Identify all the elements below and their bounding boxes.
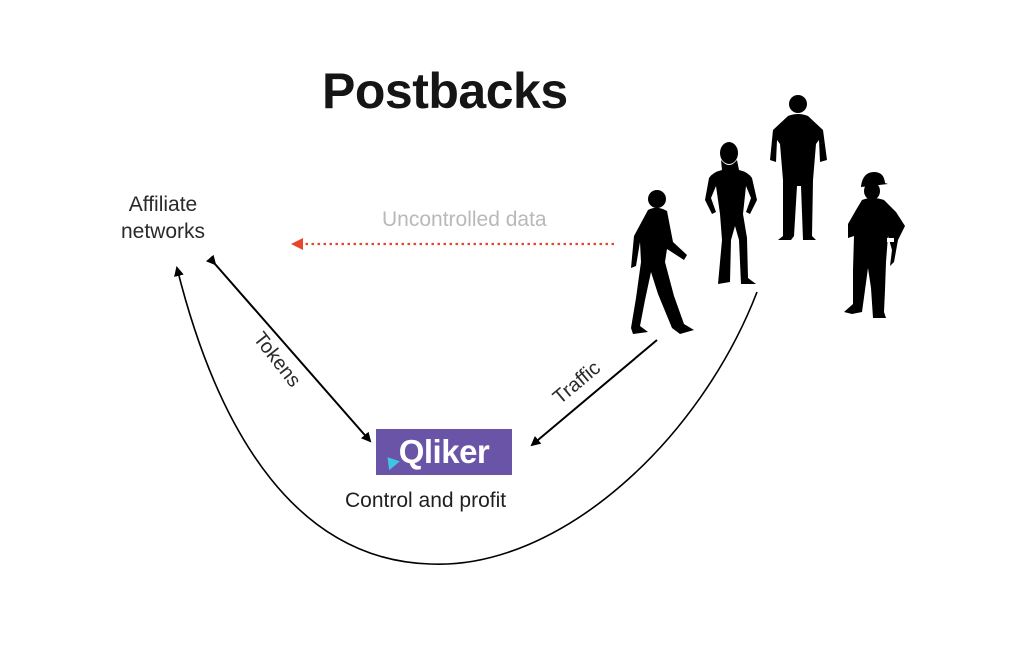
affiliate-label-line1: Affiliate bbox=[128, 193, 198, 216]
standing-woman-icon bbox=[705, 142, 757, 284]
qliker-logo-text: Qliker bbox=[398, 433, 490, 470]
affiliate-label-line2: networks bbox=[120, 220, 206, 243]
page-title: Postbacks bbox=[322, 63, 568, 119]
control-and-profit-label: Control and profit bbox=[345, 489, 507, 512]
worker-with-hardhat-icon bbox=[844, 172, 905, 318]
cursor-arrow-icon bbox=[382, 452, 400, 471]
traffic-arrow bbox=[530, 339, 658, 447]
standing-man-icon bbox=[770, 95, 827, 240]
affiliate-networks-node: Affiliate networks bbox=[108, 191, 218, 245]
uncontrolled-data-label: Uncontrolled data bbox=[382, 208, 547, 231]
qliker-logo: Qliker bbox=[376, 429, 512, 475]
walking-person-icon bbox=[631, 190, 694, 334]
postback-curve bbox=[174, 266, 758, 565]
tokens-arrow bbox=[205, 254, 372, 443]
